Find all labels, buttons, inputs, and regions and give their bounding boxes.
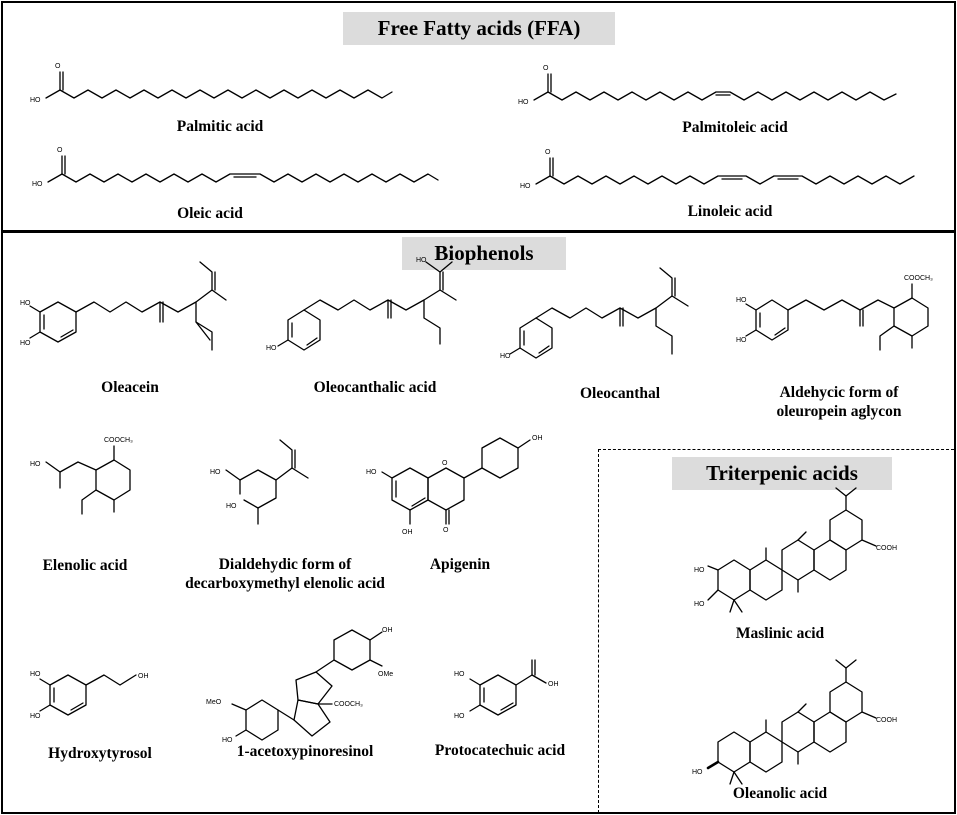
atom-o: O: [55, 63, 61, 70]
atom-ome: OMe: [378, 671, 393, 678]
atom-ho: HO: [500, 353, 511, 360]
dialdehydic-structure: HO HO: [210, 439, 309, 525]
atom-o: O: [57, 147, 63, 154]
ffa-header: Free Fatty acids (FFA): [343, 12, 615, 45]
oleanolic-acid-structure: COOH HO: [692, 659, 897, 785]
oleocanthal-structure: HO: [500, 267, 689, 360]
atom-ho: HO: [694, 601, 705, 608]
atom-ho: HO: [210, 469, 221, 476]
oleocanthalic-acid-structure: HO HO: [266, 257, 457, 352]
atom-o: O: [442, 460, 448, 467]
atom-oh: OH: [382, 627, 393, 634]
atom-ho: HO: [366, 469, 377, 476]
atom-ho: HO: [30, 713, 41, 720]
elenolic-acid-label: Elenolic acid: [42, 557, 128, 574]
atom-ho: HO: [32, 181, 43, 188]
atom-ho: HO: [222, 737, 233, 744]
atom-ho: HO: [454, 713, 465, 720]
linoleic-acid-structure: O HO: [520, 149, 915, 190]
oleocanthalic-acid-label: Oleocanthalic acid: [313, 379, 437, 396]
oleacein-structure: HO HO: [20, 261, 227, 351]
acetoxypinoresinol-structure: MeO HO OH OMe COOCH₃: [206, 627, 393, 744]
oleacein-label: Oleacein: [101, 379, 159, 396]
maslinic-acid-label: Maslinic acid: [735, 625, 825, 642]
atom-ho: HO: [30, 461, 41, 468]
atom-ho: HO: [20, 340, 31, 347]
elenolic-acid-structure: HO COOCH₃: [30, 437, 133, 515]
maslinic-acid-structure: COOH HO HO: [694, 487, 897, 613]
triterpenic-section: [598, 449, 954, 813]
triterpenic-header: Triterpenic acids: [672, 457, 892, 490]
apigenin-structure: O O HO OH OH: [366, 435, 543, 536]
atom-ho: HO: [694, 567, 705, 574]
atom-ho: HO: [736, 297, 747, 304]
atom-o: O: [443, 527, 449, 534]
atom-ho: HO: [692, 769, 703, 776]
hydroxytyrosol-structure: HO HO OH: [30, 671, 149, 720]
atom-oh: OH: [138, 673, 149, 680]
aldehycic-oleuropein-structure: HO HO COOCH₃: [736, 275, 933, 351]
atom-ho: HO: [520, 183, 531, 190]
atom-oh: OH: [532, 435, 543, 442]
biophenols-section: [1, 231, 956, 814]
atom-ho: HO: [736, 337, 747, 344]
apigenin-label: Apigenin: [429, 556, 491, 573]
atom-cooh: COOH: [876, 545, 897, 552]
atom-ho: HO: [20, 300, 31, 307]
acetoxypinoresinol-label: 1-acetoxypinoresinol: [236, 743, 374, 760]
palmitic-acid-structure: O HO: [30, 63, 393, 104]
atom-cooh: COOH: [876, 717, 897, 724]
atom-cooch3: COOCH₃: [334, 701, 363, 708]
palmitoleic-acid-label: Palmitoleic acid: [682, 119, 788, 136]
atom-o: O: [543, 65, 549, 72]
atom-ho: HO: [226, 503, 237, 510]
oleanolic-acid-label: Oleanolic acid: [732, 785, 828, 802]
oleic-acid-label: Oleic acid: [177, 205, 243, 222]
protocatechuic-acid-structure: HO HO OH: [454, 659, 559, 720]
oleic-acid-structure: O HO: [32, 147, 439, 188]
aldehycic-oleuropein-label: Aldehycic form of oleuropein aglycon: [776, 384, 902, 420]
hydroxytyrosol-label: Hydroxytyrosol: [48, 745, 152, 762]
atom-meo: MeO: [206, 699, 222, 706]
atom-ho: HO: [266, 345, 277, 352]
dialdehydic-label: Dialdehydic form of decarboxymethyl elen…: [185, 556, 385, 592]
palmitic-acid-label: Palmitic acid: [176, 118, 264, 135]
atom-o: O: [545, 149, 551, 156]
atom-ho: HO: [30, 671, 41, 678]
atom-cooch3: COOCH₃: [904, 275, 933, 282]
atom-ho: HO: [416, 257, 427, 264]
atom-oh: OH: [548, 681, 559, 688]
atom-ho: HO: [30, 97, 41, 104]
atom-ho: HO: [518, 99, 529, 106]
atom-cooch3: COOCH₃: [104, 437, 133, 444]
oleocanthal-label: Oleocanthal: [579, 385, 661, 402]
linoleic-acid-label: Linoleic acid: [687, 203, 773, 220]
atom-ho: HO: [454, 671, 465, 678]
protocatechuic-acid-label: Protocatechuic acid: [434, 742, 566, 759]
palmitoleic-acid-structure: O HO: [518, 65, 897, 106]
atom-oh: OH: [402, 529, 413, 536]
